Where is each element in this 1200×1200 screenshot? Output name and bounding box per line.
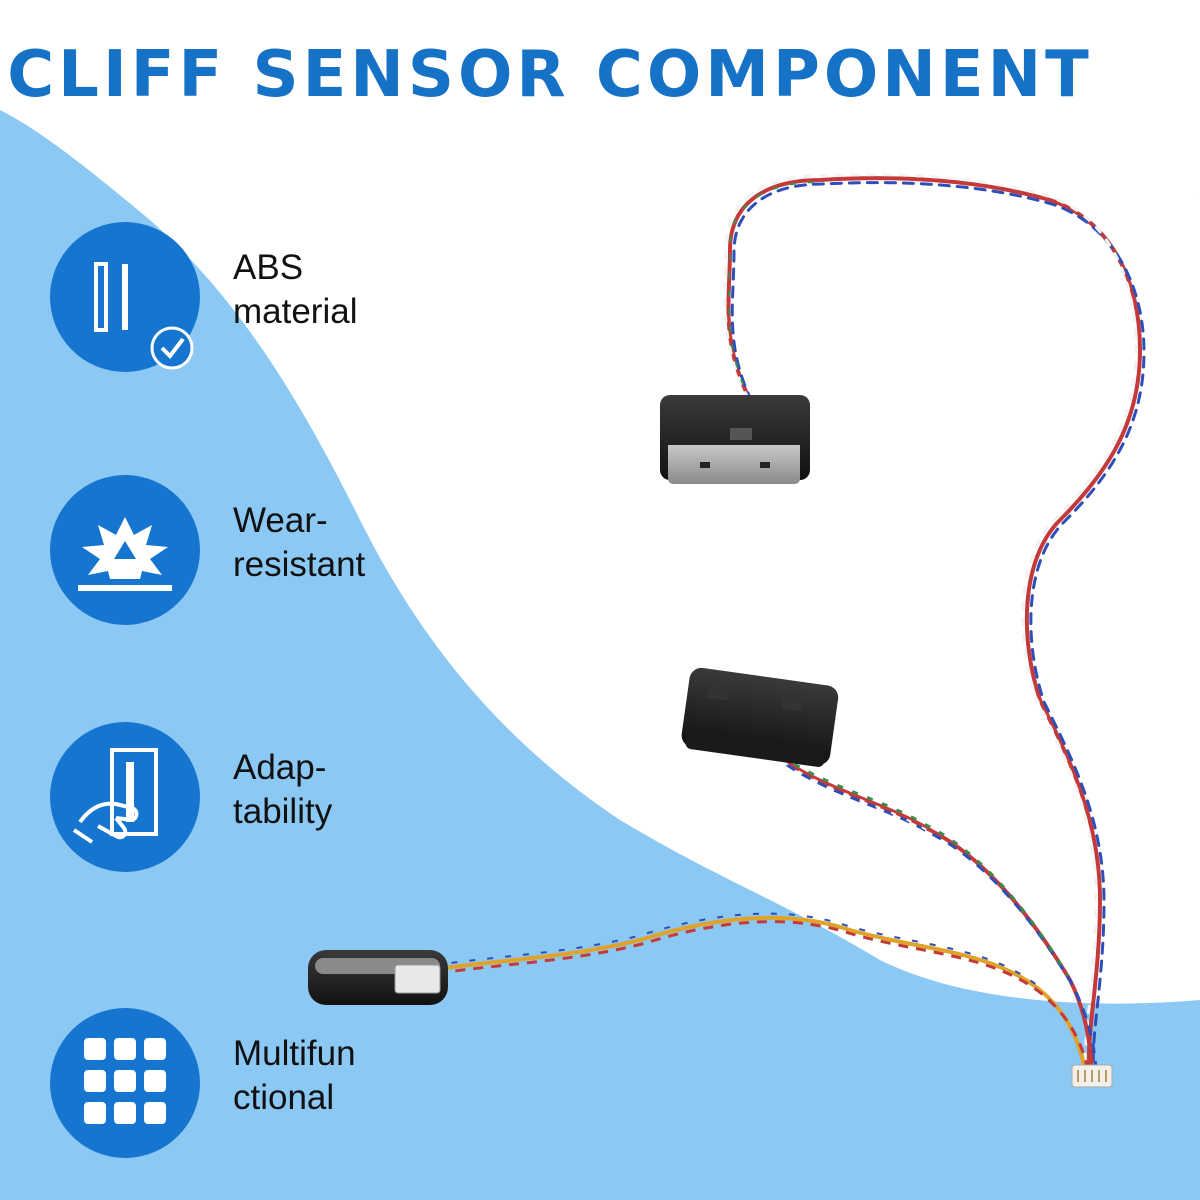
feature-label-line1: Adap- (233, 748, 327, 787)
hand-touch-icon (50, 722, 200, 872)
feature-label-line2: resistant (233, 545, 366, 584)
feature-label-line2: ctional (233, 1078, 335, 1117)
sensor-top (660, 395, 810, 484)
feature-label-line1: Multifun (233, 1034, 356, 1073)
feature-label: ABS material (233, 246, 493, 334)
cable-3 (397, 912, 1090, 1071)
end-connector (1071, 1064, 1113, 1088)
abs-material-check-icon (50, 222, 200, 372)
feature-label: Multifun ctional (233, 1032, 493, 1120)
wear-burst-icon (50, 475, 200, 625)
cable-2 (767, 744, 1098, 1071)
grid-dots-icon (50, 1008, 200, 1158)
page-title: CLIFF SENSOR COMPONENT (7, 38, 1093, 112)
feature-label-line2: material (233, 292, 358, 331)
feature-label-line1: Wear- (233, 501, 328, 540)
feature-label: Adap- tability (233, 746, 493, 834)
feature-abs-material: ABS material (50, 222, 550, 372)
cable-1 (723, 173, 1146, 1072)
sensor-bottom (308, 950, 448, 1005)
feature-multifunctional: Multifun ctional (50, 1008, 550, 1158)
feature-adaptability: Adap- tability (50, 722, 550, 872)
feature-label-line1: ABS (233, 248, 304, 287)
feature-label: Wear- resistant (233, 499, 493, 587)
feature-label-line2: tability (233, 792, 333, 831)
sensor-middle (681, 667, 839, 767)
feature-wear-resistant: Wear- resistant (50, 475, 550, 625)
